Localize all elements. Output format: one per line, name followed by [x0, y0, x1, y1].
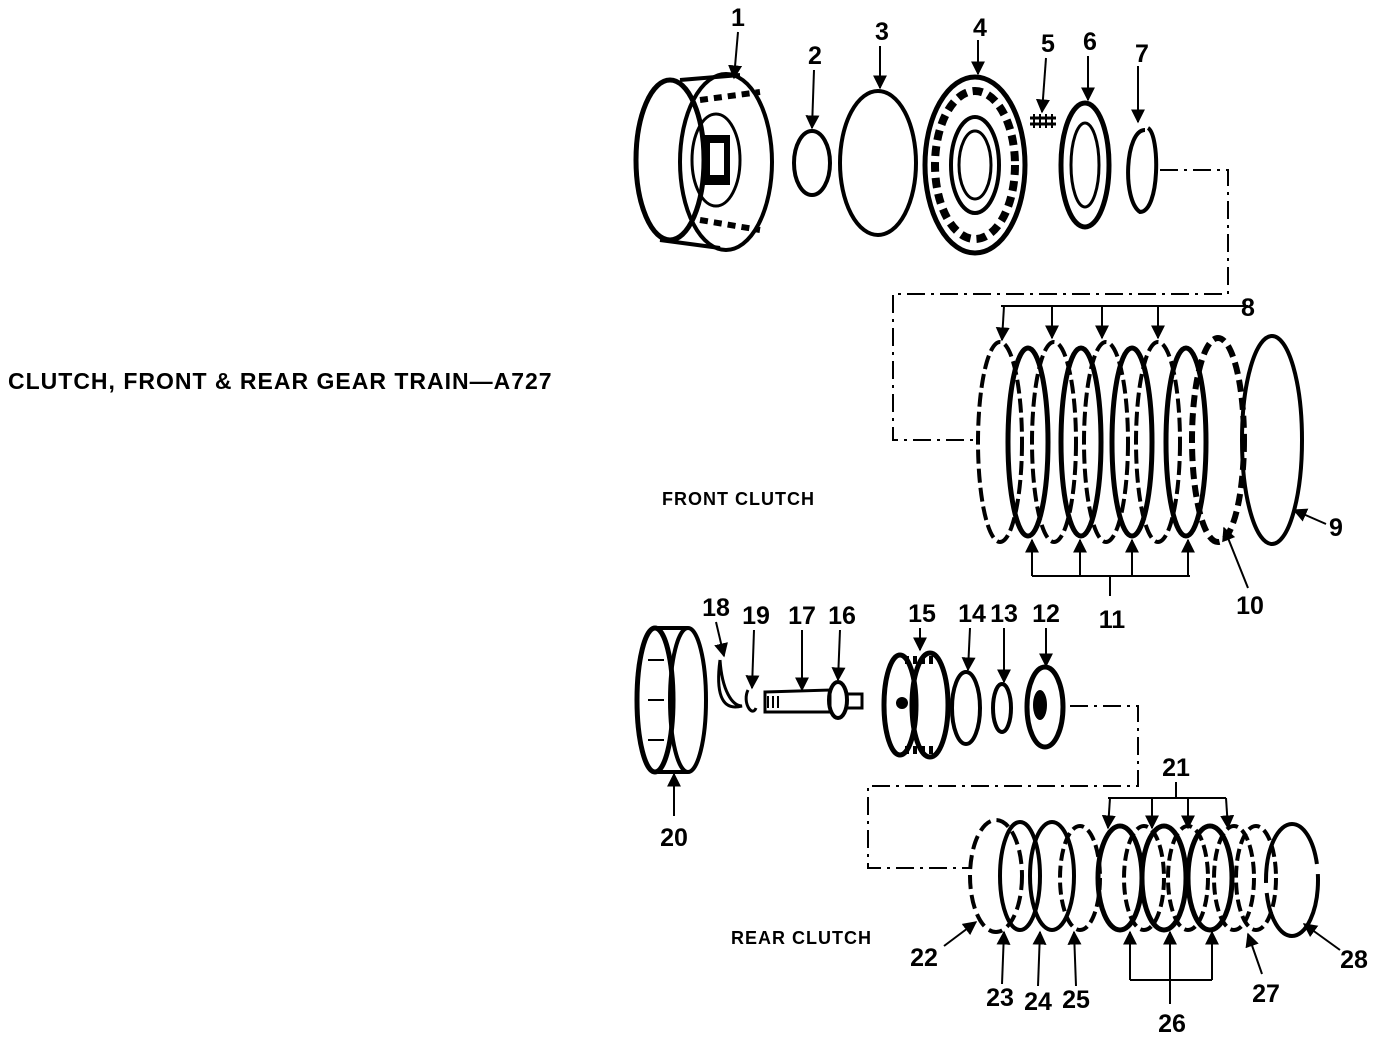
spring-retainer-6: [1058, 100, 1112, 230]
callout-8: 8: [1241, 294, 1255, 322]
snap-ring-7: [1126, 126, 1159, 215]
callout-27: 27: [1252, 980, 1280, 1008]
callout-numbers: 1 2 3 4 5 6 7 8 9 10 11 12 13 14 15 16 1…: [660, 4, 1368, 1038]
callout-6: 6: [1083, 28, 1097, 56]
callout-14: 14: [958, 600, 986, 628]
callout-21: 21: [1162, 754, 1190, 782]
callout-18: 18: [702, 594, 730, 622]
callout-26: 26: [1158, 1010, 1186, 1038]
callout-9: 9: [1329, 514, 1343, 542]
callout-19: 19: [742, 602, 770, 630]
front-clutch-label: FRONT CLUTCH: [662, 489, 815, 509]
piston-seal-3: [838, 89, 918, 237]
callout-4: 4: [973, 14, 987, 42]
snap-ring-9: [1240, 334, 1304, 546]
callout-2: 2: [808, 42, 822, 70]
seal-ring-2: [792, 129, 832, 197]
callout-7: 7: [1135, 40, 1149, 68]
snap-ring-13: [991, 682, 1013, 734]
planetary-gear-15: [881, 650, 951, 760]
callout-5: 5: [1041, 30, 1055, 58]
callout-23: 23: [986, 984, 1014, 1012]
spring-5: [1030, 114, 1056, 128]
front-annulus-gear-20: [634, 625, 708, 775]
snap-ring-28: [1264, 822, 1320, 938]
callout-17: 17: [788, 602, 816, 630]
callout-16: 16: [828, 602, 856, 630]
thrust-washer-19: [744, 689, 758, 713]
rear-clutch-plates: [968, 818, 1278, 934]
rear-clutch-label: REAR CLUTCH: [731, 928, 872, 948]
leader-lines: [667, 31, 1341, 1004]
front-clutch-plates: [976, 335, 1247, 545]
thrust-plate-12: [1024, 664, 1066, 750]
callout-20: 20: [660, 824, 688, 852]
callout-10: 10: [1236, 592, 1264, 620]
callout-12: 12: [1032, 600, 1060, 628]
callout-28: 28: [1340, 946, 1368, 974]
snap-ring-18: [717, 659, 743, 709]
callout-22: 22: [910, 944, 938, 972]
callout-13: 13: [990, 600, 1018, 628]
callout-11: 11: [1099, 606, 1126, 634]
callout-15: 15: [908, 600, 936, 628]
callout-1: 1: [731, 4, 745, 32]
callout-3: 3: [875, 18, 889, 46]
callout-24: 24: [1024, 988, 1052, 1016]
front-clutch-retainer: [633, 72, 774, 252]
thrust-washer-14: [950, 670, 982, 746]
output-shaft-17: [763, 680, 864, 720]
front-clutch-piston-4: [922, 74, 1028, 256]
diagram-title: CLUTCH, FRONT & REAR GEAR TRAIN—A727: [8, 368, 553, 394]
callout-25: 25: [1062, 986, 1090, 1014]
